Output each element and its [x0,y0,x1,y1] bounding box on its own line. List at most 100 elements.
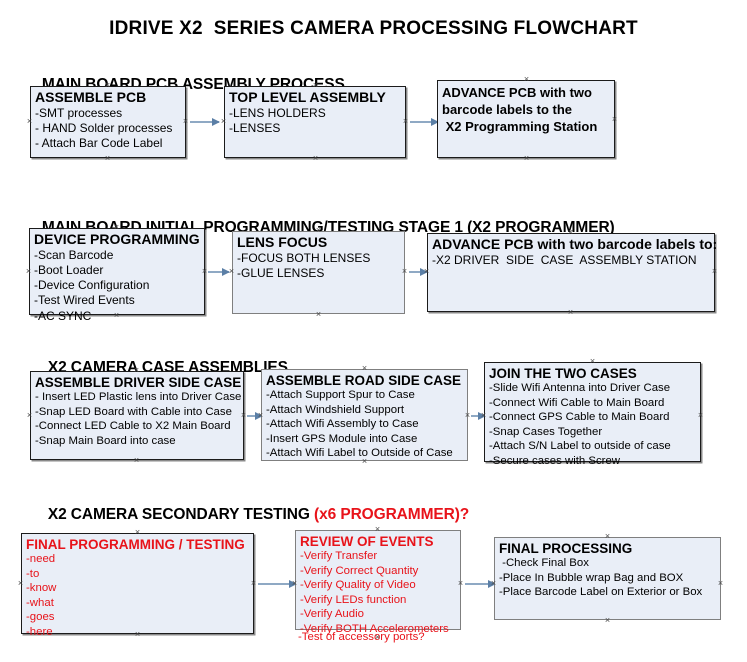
box-title: JOIN THE TWO CASES [489,366,637,381]
connector-handle-top[interactable] [315,227,322,234]
connector-handle-bottom[interactable] [374,634,381,641]
connector-handle-left[interactable] [228,268,235,275]
box-line: -Boot Loader [34,262,104,277]
box-line: X2 Programming Station [442,119,598,135]
connector-handle-top[interactable] [374,526,381,533]
box-line: -Verify LEDs function [300,593,407,606]
connector-handle-bottom[interactable] [113,312,120,319]
flow-box-lens-focus[interactable]: LENS FOCUS -FOCUS BOTH LENSES -GLUE LENS… [232,231,405,314]
box-title: ADVANCE PCB with two [442,85,592,100]
flow-box-advance-pcb-to-driver-side-case-assembly-station[interactable]: ADVANCE PCB with two barcode labels to: … [427,233,718,312]
box-title: LENS FOCUS [237,234,328,250]
connector-handle-top[interactable] [361,365,368,372]
connector-handle-bottom[interactable] [567,309,574,316]
connector-handle-right[interactable] [182,118,189,125]
box-line: -Check Final Box [499,557,589,570]
connector-handle-top[interactable] [523,76,530,83]
connector-handle-right[interactable] [611,116,618,123]
box-line: -Verify Quality of Video [300,579,416,592]
connector-handle-bottom[interactable] [315,311,322,318]
connector-arrow [410,117,439,126]
box-line: -Connect LED Cable to X2 Main Board [35,420,231,433]
box-title: ADVANCE PCB with two barcode labels to: [432,236,718,252]
connector-handle-left[interactable] [26,412,33,419]
connector-handle-top[interactable] [604,533,611,540]
flow-box-assemble-driver-side-case[interactable]: ASSEMBLE DRIVER SIDE CASE - Insert LED P… [30,371,244,460]
connector-handle-right[interactable] [240,412,247,419]
connector-handle-bottom[interactable] [361,458,368,465]
box-line: -X2 DRIVER SIDE CASE ASSEMBLY STATION [432,252,697,267]
connector-handle-left[interactable] [25,268,32,275]
box-line: -SMT processes [35,105,123,120]
connector-handle-left[interactable] [423,268,430,275]
box-line: -Connect GPS Cable to Main Board [489,411,670,424]
connector-handle-left[interactable] [26,118,33,125]
flow-box-device-programming[interactable]: DEVICE PROGRAMMING -Scan Barcode -Boot L… [29,228,205,323]
connector-handle-left[interactable] [291,580,298,587]
box-line: -Snap Main Board into case [35,434,176,447]
connector-handle-top[interactable] [312,82,319,89]
connector-handle-right[interactable] [201,268,208,275]
connector-handle-right[interactable] [250,580,257,587]
section-heading-text: X2 CAMERA SECONDARY TESTING [47,506,315,523]
connector-handle-left[interactable] [490,580,497,587]
connector-handle-right[interactable] [401,268,408,275]
connector-handle-bottom[interactable] [589,459,596,466]
connector-arrow [208,267,230,276]
flow-box-review-of-events[interactable]: REVIEW OF EVENTS -Verify Transfer -Verif… [295,530,461,635]
box-line: - Attach Bar Code Label [35,136,163,151]
box-line: -AC SYNC [34,308,92,323]
connector-handle-right[interactable] [711,268,718,275]
connector-handle-top[interactable] [133,367,140,374]
connector-handle-left[interactable] [220,118,227,125]
flow-box-top-level-assembly[interactable]: TOP LEVEL ASSEMBLY -LENS HOLDERS -LENSES [224,86,406,158]
connector-handle-bottom[interactable] [604,617,611,624]
flow-box-final-programming-testing[interactable]: FINAL PROGRAMMING / TESTING -need -to -k… [21,533,254,638]
connector-handle-right[interactable] [717,580,724,587]
connector-handle-right[interactable] [464,412,471,419]
connector-handle-right[interactable] [697,412,704,419]
box-line: -Connect Wifi Cable to Main Board [489,396,665,409]
box-line: -LENSES [229,120,281,135]
connector-handle-left[interactable] [17,580,24,587]
box-overflow-line: -Test of accessory ports? [298,631,425,643]
box-line: -Slide Wifi Antenna into Driver Case [489,382,671,395]
flow-box-advance-pcb-to-x2-programming-station[interactable]: ADVANCE PCB with two barcode labels to t… [437,80,615,158]
connector-handle-top[interactable] [104,82,111,89]
box-line: -Snap LED Board with Cable into Case [35,405,232,418]
connector-handle-right[interactable] [402,118,409,125]
connector-handle-top[interactable] [589,358,596,365]
connector-handle-left[interactable] [480,412,487,419]
box-line: barcode labels to the [442,102,573,118]
box-title: REVIEW OF EVENTS [300,534,434,549]
flow-box-assemble-road-side-case[interactable]: ASSEMBLE ROAD SIDE CASE -Attach Support … [261,369,468,461]
connector-arrow [190,117,220,126]
connector-handle-bottom[interactable] [133,457,140,464]
box-line: -Test Wired Events [34,293,135,308]
connector-handle-right[interactable] [457,580,464,587]
connector-handle-top[interactable] [567,229,574,236]
connector-handle-top[interactable] [113,224,120,231]
box-line: -Attach Windshield Support [266,403,405,416]
connector-handle-top[interactable] [134,529,141,536]
box-line: -Attach Wifi Label to Outside of Case [266,447,453,460]
box-line: -Secure cases with Screw [489,454,621,467]
connector-handle-bottom[interactable] [312,155,319,162]
box-title: FINAL PROCESSING [499,541,633,556]
box-line: -Verify Correct Quantity [300,564,419,577]
connector-handle-bottom[interactable] [523,155,530,162]
box-title: ASSEMBLE PCB [35,89,147,105]
page-title: IDRIVE X2 SERIES CAMERA PROCESSING FLOWC… [109,18,638,39]
flow-box-final-processing[interactable]: FINAL PROCESSING -Check Final Box -Place… [494,537,721,620]
connector-handle-left[interactable] [257,412,264,419]
connector-handle-bottom[interactable] [104,155,111,162]
box-title: TOP LEVEL ASSEMBLY [229,89,386,105]
box-line: - Insert LED Plastic lens into Driver Ca… [35,391,242,404]
flow-box-assemble-pcb[interactable]: ASSEMBLE PCB -SMT processes - HAND Solde… [30,86,186,158]
box-line: -know [26,582,57,595]
box-title: ASSEMBLE ROAD SIDE CASE [266,373,462,388]
flow-box-join-the-two-cases[interactable]: JOIN THE TWO CASES -Slide Wifi Antenna i… [484,362,701,467]
connector-handle-bottom[interactable] [134,631,141,638]
box-line: -Snap Cases Together [489,425,603,438]
